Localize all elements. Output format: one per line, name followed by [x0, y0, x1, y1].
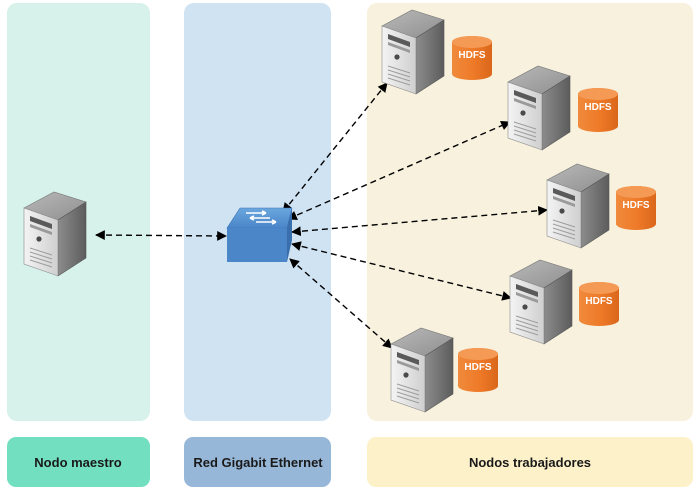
worker-node-3: HDFS [546, 163, 656, 249]
worker-1-server-icon [381, 9, 445, 95]
worker-5-hdfs-label: HDFS [464, 362, 492, 373]
switch-icon [226, 207, 293, 262]
worker-node-4: HDFS [509, 259, 619, 345]
worker-2-hdfs-label: HDFS [584, 102, 612, 113]
connector-switch-worker-2 [287, 121, 511, 220]
worker-3-server-icon [546, 163, 610, 249]
worker-1-hdfs-label: HDFS [458, 50, 486, 61]
master-label-box [7, 437, 150, 487]
workers-label-box [367, 437, 693, 487]
connector-switch-worker-3 [291, 205, 548, 237]
worker-node-2: HDFS [507, 65, 618, 151]
worker-2-server-icon [507, 65, 571, 151]
worker-3-hdfs-label: HDFS [622, 200, 650, 211]
connector-master-switch [95, 230, 227, 241]
network-label-box [184, 437, 331, 487]
worker-node-1: HDFS [381, 9, 492, 95]
worker-4-hdfs-label: HDFS [585, 296, 613, 307]
connector-switch-worker-4 [291, 241, 512, 301]
master-label: Nodo maestro [34, 455, 121, 470]
worker-4-server-icon [509, 259, 573, 345]
workers-label: Nodos trabajadores [469, 455, 591, 470]
worker-5-server-icon [390, 327, 454, 413]
network-label: Red Gigabit Ethernet [193, 455, 323, 470]
connectors [95, 82, 548, 349]
worker-node-5: HDFS [390, 327, 498, 413]
master-server-icon [23, 191, 87, 277]
connector-switch-worker-5 [289, 258, 393, 349]
